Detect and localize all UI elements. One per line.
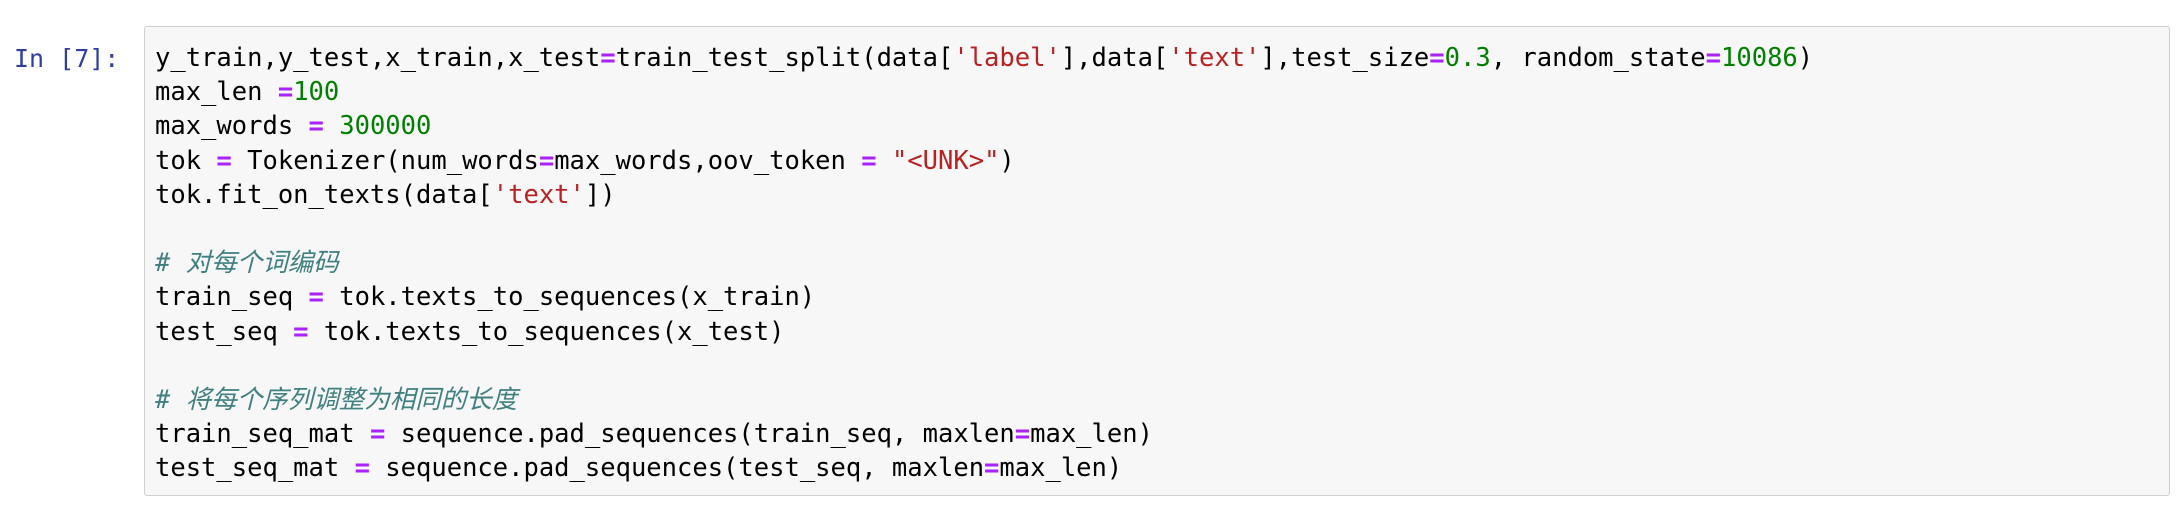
code-token: = [308, 282, 324, 313]
code-line: # 对每个词编码 [155, 246, 1813, 280]
code-token: "<UNK>" [891, 145, 1000, 176]
code-token: 'label' [953, 43, 1061, 73]
code-token: 'text' [492, 179, 585, 210]
code-token: tok.texts_to_sequences(x_train) [323, 282, 816, 313]
code-token: tok [155, 145, 217, 176]
code-token: 10086 [1721, 43, 1798, 73]
code-token: train_seq_mat [155, 419, 370, 450]
code-token: ],test_size [1260, 43, 1430, 73]
code-token: 0.3 [1444, 43, 1491, 73]
code-line: test_seq_mat = sequence.pad_sequences(te… [155, 451, 1813, 485]
code-token: = [538, 145, 555, 176]
code-token: = [369, 419, 386, 450]
code-line: # 将每个序列调整为相同的长度 [155, 383, 1813, 417]
code-token: test_seq_mat [155, 453, 355, 484]
code-token: 300000 [339, 111, 432, 142]
code-token: = [1429, 43, 1445, 73]
code-token: max_len) [999, 453, 1123, 484]
code-token: = [600, 43, 616, 73]
code-token: 100 [293, 77, 340, 108]
code-token: # 对每个词编码 [155, 248, 339, 279]
code-token: = [1705, 43, 1722, 73]
code-token: # 将每个序列调整为相同的长度 [155, 384, 518, 415]
code-text[interactable]: y_train,y_test,x_train,x_test=train_test… [155, 41, 1813, 485]
code-token: = [984, 453, 1000, 484]
code-token: max_len [155, 77, 278, 108]
code-line [155, 212, 1813, 246]
code-line [155, 349, 1813, 383]
code-line: y_train,y_test,x_train,x_test=train_test… [155, 41, 1813, 75]
code-token: Tokenizer(num_words [231, 145, 539, 176]
code-token: ],data[ [1060, 43, 1169, 73]
code-line: train_seq_mat = sequence.pad_sequences(t… [155, 417, 1813, 451]
code-line: tok = Tokenizer(num_words=max_words,oov_… [155, 144, 1813, 178]
code-token: = [293, 316, 309, 347]
code-token: , random_state [1490, 43, 1706, 73]
code-token: train_seq [155, 282, 309, 313]
code-line: test_seq = tok.texts_to_sequences(x_test… [155, 315, 1813, 349]
code-token: 'text' [1168, 43, 1261, 73]
code-token: test_seq [155, 316, 294, 347]
code-token: tok.fit_on_texts(data[ [155, 179, 493, 210]
code-token: sequence.pad_sequences(train_seq, maxlen [385, 419, 1015, 450]
code-token: = [1014, 419, 1031, 450]
code-token: train_test_split(data[ [615, 43, 954, 73]
code-token: max_len) [1030, 419, 1153, 450]
code-token [324, 111, 339, 141]
code-line: max_len =100 [155, 75, 1813, 109]
code-token: ) [999, 145, 1015, 176]
code-editor[interactable]: y_train,y_test,x_train,x_test=train_test… [144, 26, 2170, 496]
code-token: max_words [155, 111, 309, 142]
code-token: y_train,y_test,x_train,x_test [155, 43, 601, 73]
code-token: ]) [584, 179, 616, 210]
cell-prompt: In [7]: [14, 44, 120, 73]
code-line: train_seq = tok.texts_to_sequences(x_tra… [155, 280, 1813, 314]
code-line: max_words = 300000 [155, 109, 1813, 143]
code-token: = [277, 77, 294, 108]
code-token: sequence.pad_sequences(test_seq, maxlen [369, 453, 985, 484]
code-token: = [308, 111, 324, 142]
code-token [877, 146, 892, 176]
code-line: tok.fit_on_texts(data['text']) [155, 178, 1813, 212]
code-token: max_words,oov_token [554, 145, 862, 176]
code-token: = [861, 145, 877, 176]
code-token: = [354, 453, 370, 484]
code-token: tok.texts_to_sequences(x_test) [308, 316, 785, 347]
code-token: ) [1797, 43, 1814, 73]
code-token: = [216, 145, 232, 176]
